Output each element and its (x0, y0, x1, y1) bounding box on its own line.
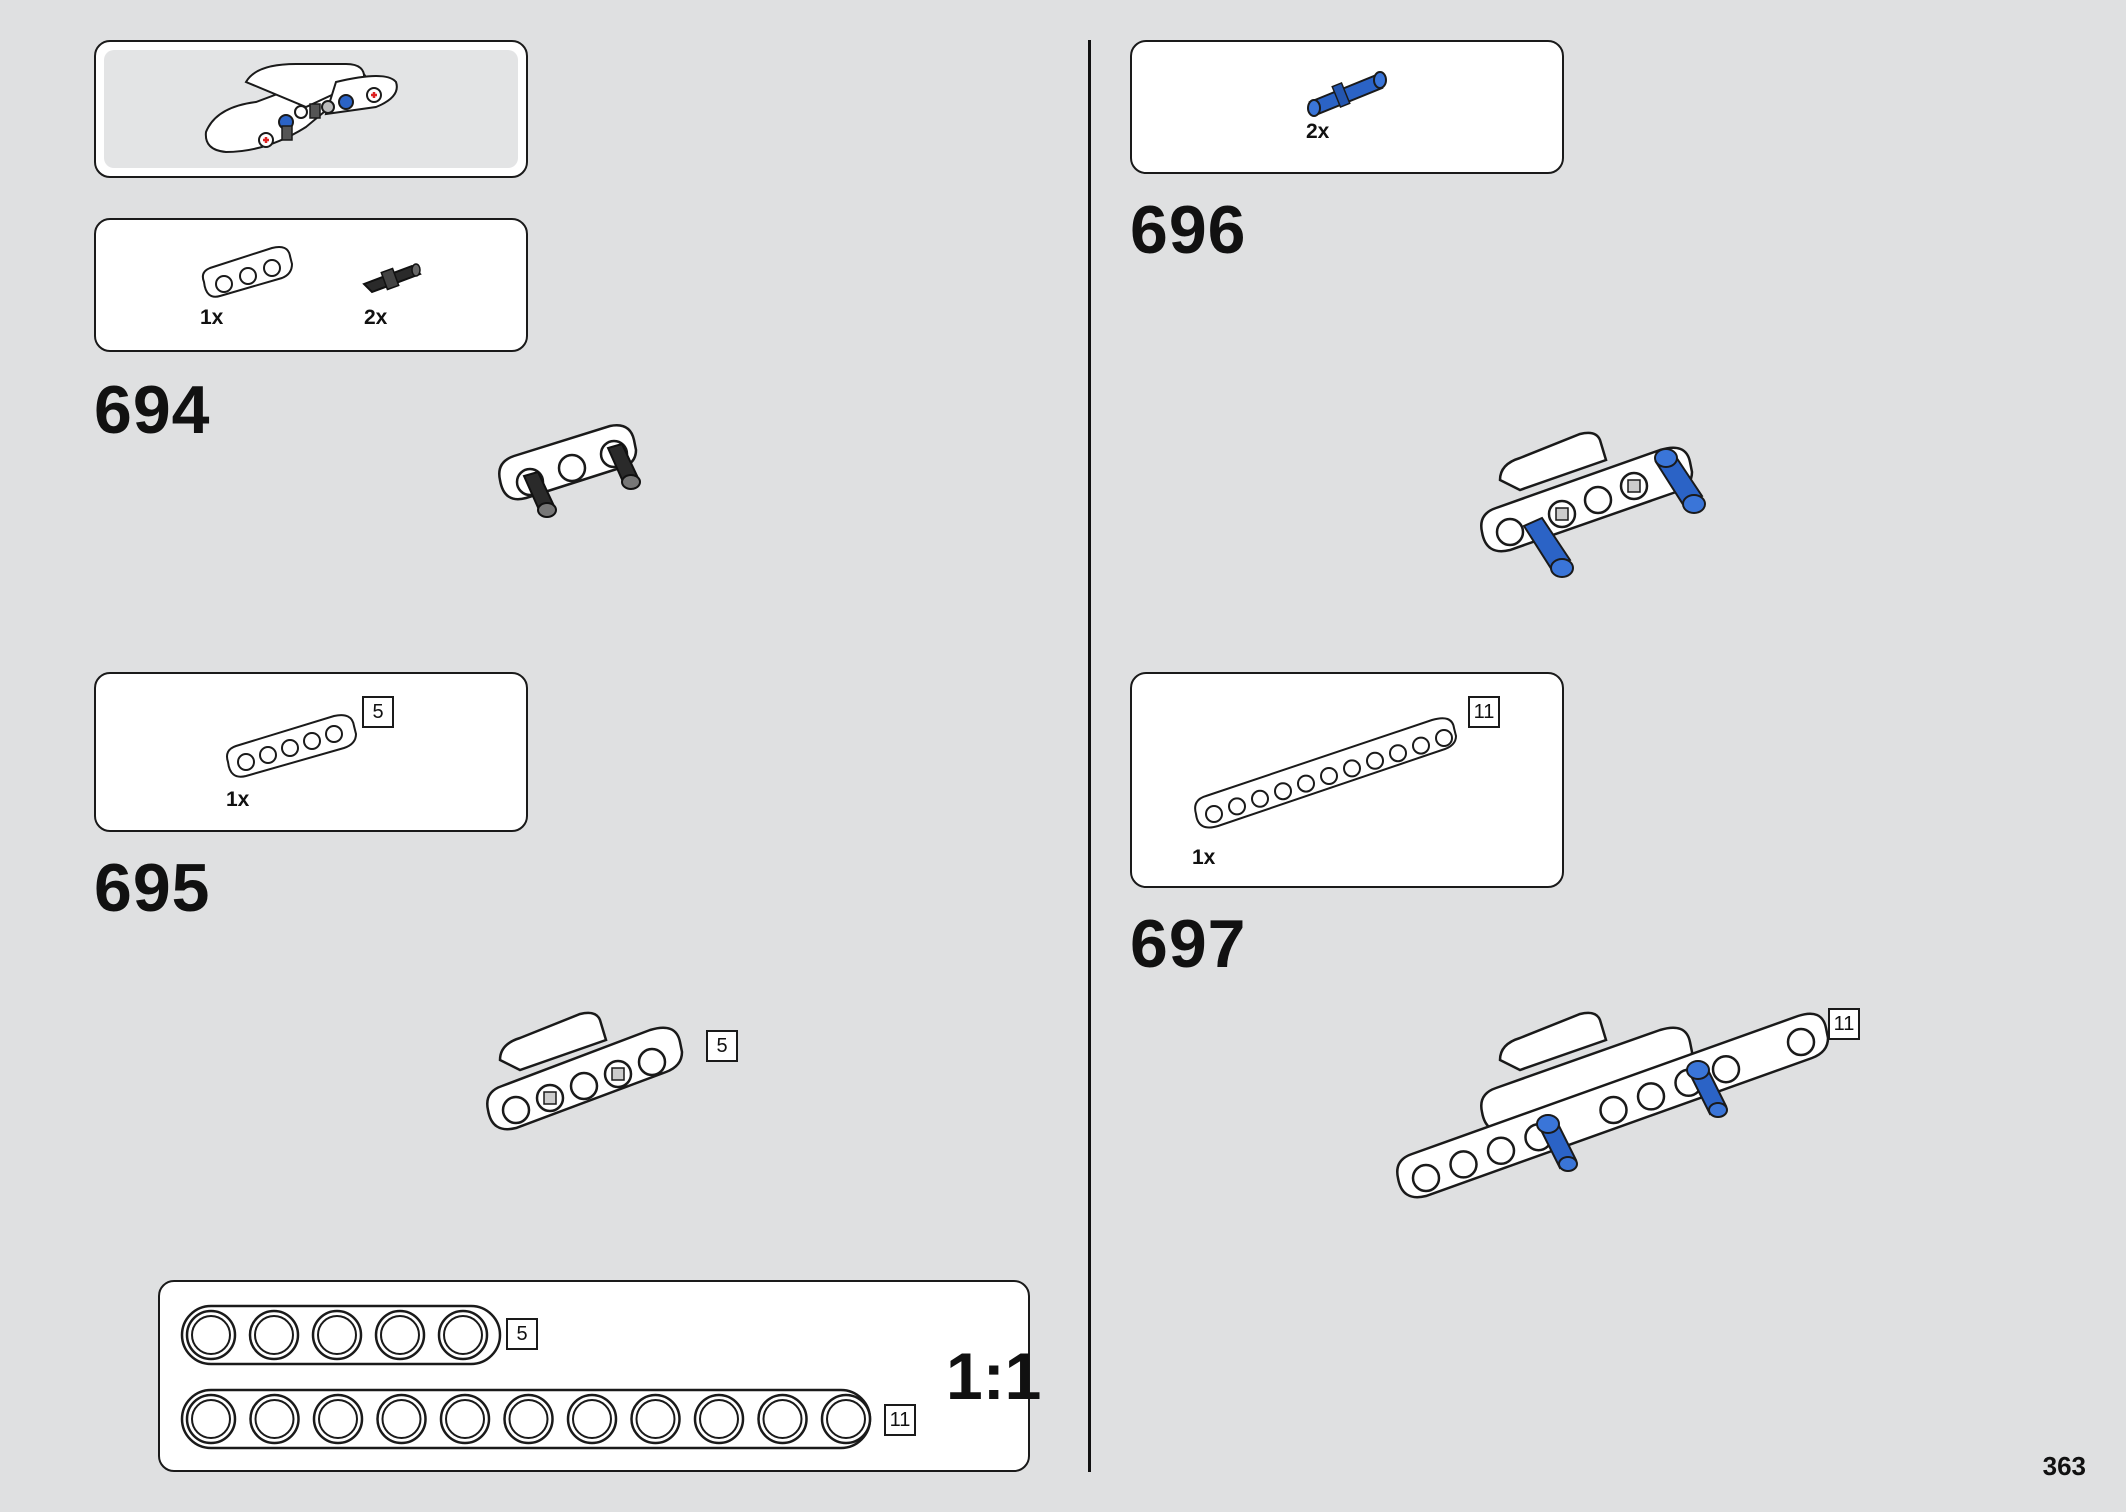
step-694-part-2-qty: 2x (364, 306, 388, 329)
beam-hole (1228, 797, 1246, 816)
scale-reference-panel: 5 11 1:1 (158, 1280, 1041, 1472)
step-695-model-length-tag: 5 (706, 1030, 738, 1062)
step-695-part-length-tag: 5 (362, 696, 394, 728)
step-697-parts-list: 11 1x (1130, 672, 1564, 888)
scale-ratio-label: 1:1 (946, 1339, 1042, 1413)
beam-hole (1366, 751, 1384, 770)
scale-beam-5-hole-inner (254, 1315, 294, 1355)
step-696-number: 696 (1130, 192, 1247, 268)
model-beam-hole (1786, 1027, 1816, 1057)
11-hole-beam-icon (1194, 717, 1458, 829)
beam-hole (1343, 759, 1361, 778)
submodel-overview-panel (94, 40, 528, 178)
beam-hole (1251, 789, 1269, 808)
step-695-model (486, 1011, 684, 1131)
blue-long-pin-icon (1307, 71, 1387, 117)
scale-beam-5-length-tag: 5 (506, 1318, 538, 1350)
scale-beam-11-hole-inner (826, 1399, 866, 1439)
5-hole-beam-icon (226, 714, 358, 778)
scale-beam-5-hole-inner (443, 1315, 483, 1355)
scale-beam-11-hole-inner (318, 1399, 358, 1439)
submodel-preview-image (204, 63, 398, 154)
step-697-part-1-qty: 1x (1192, 846, 1216, 869)
scale-beam-11-length-tag: 11 (884, 1404, 916, 1436)
scale-beam-5 (180, 1304, 502, 1366)
scale-beam-11-hole-inner (508, 1399, 549, 1439)
beam-hole (1320, 767, 1338, 785)
beam-hole (1205, 805, 1223, 823)
scale-beam-5-hole-inner (317, 1315, 357, 1355)
page-number: 363 (2042, 1451, 2086, 1481)
scale-beam-11 (180, 1388, 872, 1450)
3-hole-beam-icon (201, 246, 294, 298)
black-axle-pin-icon (362, 263, 422, 294)
step-697-number: 697 (1130, 906, 1247, 982)
scale-beam-5-hole-inner (191, 1315, 231, 1355)
step-695-parts-list: 5 1x (94, 672, 528, 832)
model-beam-hole (1411, 1163, 1441, 1193)
step-694-model (498, 424, 641, 518)
scale-beam-11-hole-inner (254, 1399, 295, 1439)
scale-beam-11-hole-inner (699, 1399, 739, 1439)
scale-beam-5-hole-inner (380, 1315, 420, 1355)
model-beam-hole (1711, 1054, 1741, 1084)
model-beam-hole (1486, 1136, 1516, 1166)
beam-hole (1389, 744, 1407, 763)
step-696-parts-list: 2x (1130, 40, 1564, 174)
page-divider (1088, 40, 1091, 1472)
beam-hole (1274, 782, 1292, 801)
step-694-number: 694 (94, 372, 211, 448)
step-697-model-length-tag: 11 (1828, 1008, 1860, 1040)
step-694-part-1-qty: 1x (200, 306, 224, 329)
scale-beam-11-hole-inner (381, 1399, 422, 1439)
beam-hole (1412, 736, 1430, 755)
scale-beam-11-hole-inner (191, 1399, 231, 1439)
step-695-part-1-qty: 1x (226, 788, 250, 811)
beam-hole (1435, 729, 1453, 747)
model-beam-hole (1599, 1095, 1628, 1125)
step-697-model (1396, 1011, 1830, 1199)
beam-hole (1297, 774, 1315, 793)
step-697-part-length-tag: 11 (1468, 696, 1500, 728)
model-beam-hole (1636, 1082, 1666, 1111)
scale-beam-11-hole-inner (635, 1399, 676, 1439)
step-694-parts-list: 1x 2x (94, 218, 528, 352)
step-696-part-1-qty: 2x (1306, 120, 1330, 143)
step-695-number: 695 (94, 850, 211, 926)
step-696-model (1480, 431, 1706, 578)
scale-beam-11-hole-inner (762, 1399, 803, 1439)
model-beam-hole (1449, 1150, 1478, 1179)
scale-beam-11-hole-inner (572, 1399, 612, 1439)
scale-beam-11-hole-inner (445, 1399, 485, 1439)
